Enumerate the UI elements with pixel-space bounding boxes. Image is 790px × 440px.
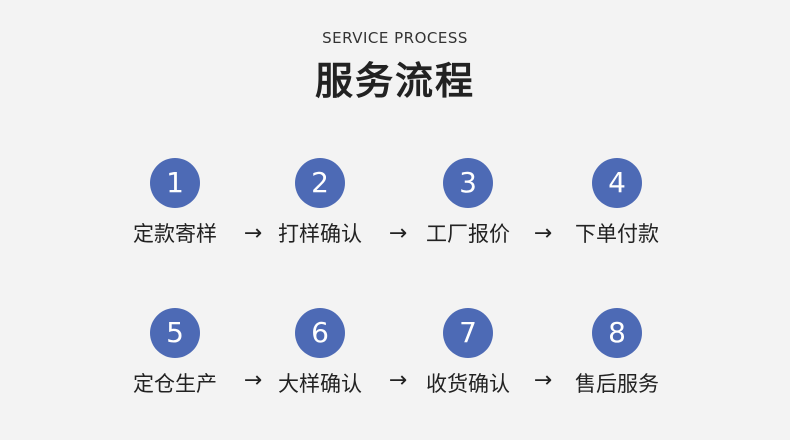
arrow-icon: → [243,221,263,246]
step-number-badge: 5 [150,308,200,358]
step-label: 打样确认 [278,222,362,246]
step-label: 下单付款 [575,222,659,246]
step-number-badge: 7 [443,308,493,358]
step-number-badge: 6 [295,308,345,358]
process-step-6: 6 大样确认 [240,308,400,398]
step-number-badge: 3 [443,158,493,208]
step-label: 大样确认 [278,372,362,396]
process-step-5: 5 定仓生产 [95,308,255,398]
step-label: 工厂报价 [426,222,510,246]
step-number-badge: 4 [592,158,642,208]
arrow-icon: → [533,221,553,246]
step-label: 收货确认 [426,372,510,396]
process-step-4: 4 下单付款 [537,158,697,248]
step-label: 定款寄样 [133,222,217,246]
process-step-2: 2 打样确认 [240,158,400,248]
process-step-8: 8 售后服务 [537,308,697,398]
arrow-icon: → [388,368,408,393]
arrow-icon: → [533,368,553,393]
process-step-1: 1 定款寄样 [95,158,255,248]
process-step-7: 7 收货确认 [388,308,548,398]
step-number-badge: 2 [295,158,345,208]
process-step-3: 3 工厂报价 [388,158,548,248]
arrow-icon: → [388,221,408,246]
step-label: 定仓生产 [133,372,217,396]
step-label: 售后服务 [575,372,659,396]
section-title: 服务流程 [314,59,475,103]
arrow-icon: → [243,368,263,393]
step-number-badge: 1 [150,158,200,208]
section-subtitle: SERVICE PROCESS [322,29,468,47]
step-number-badge: 8 [592,308,642,358]
